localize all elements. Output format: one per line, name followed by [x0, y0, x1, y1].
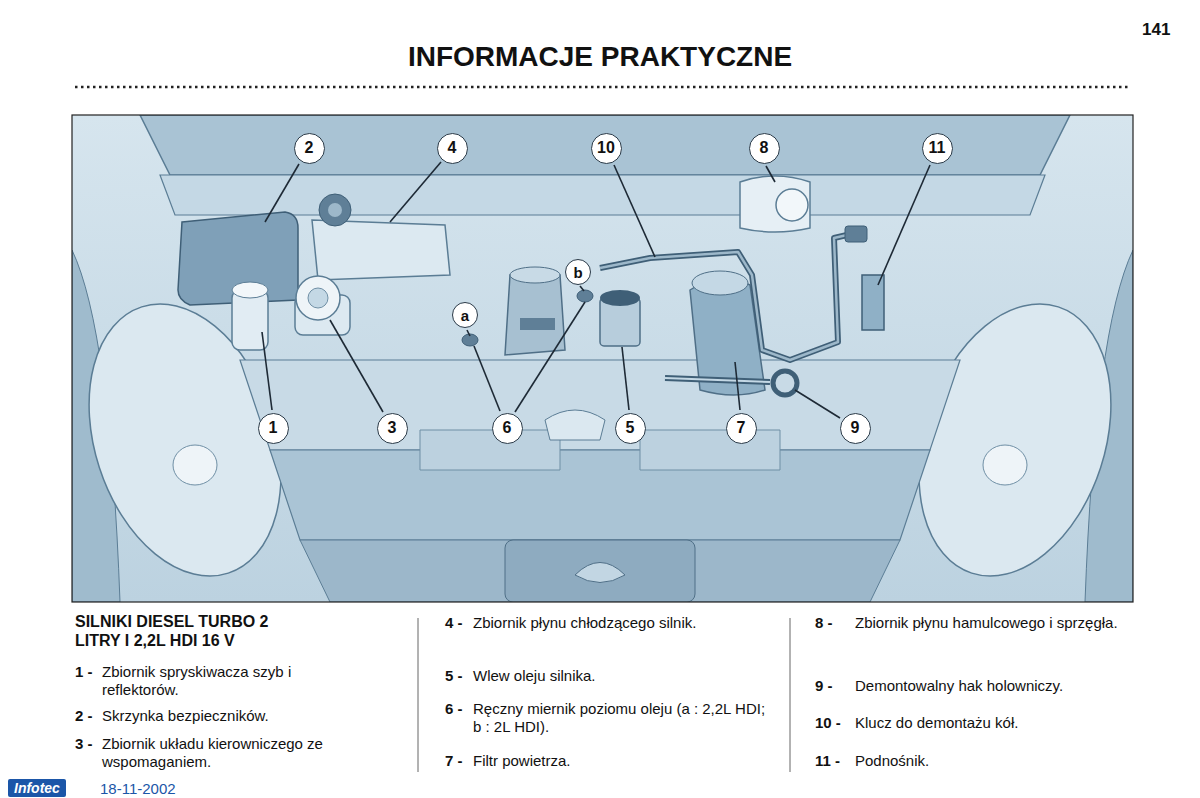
callout-number: 9	[840, 413, 871, 444]
node-text: 2	[305, 139, 314, 157]
publisher-badge: Infotec	[8, 779, 66, 797]
page-title: INFORMACJE PRAKTYCZNE	[0, 40, 1200, 73]
callout-number: 6	[492, 413, 523, 444]
legend-text: Ręczny miernik poziomu oleju (a : 2,2L H…	[473, 700, 773, 735]
node-text: b	[573, 264, 582, 281]
legend-key: 3 -	[75, 735, 93, 753]
callout-number: 10	[591, 133, 622, 164]
legend-text: Klucz do demontażu kół.	[855, 714, 1175, 732]
page-number: 141	[1142, 20, 1170, 40]
legend-key: 7 -	[445, 752, 463, 770]
node-text: 9	[851, 419, 860, 437]
legend-text: Wlew oleju silnika.	[473, 667, 743, 685]
node-text: 4	[448, 139, 457, 157]
node-text: a	[461, 307, 469, 324]
node-text: 3	[388, 419, 397, 437]
callout-number: 2	[294, 133, 325, 164]
legend-text: 18-11-2002	[100, 780, 176, 798]
callout-number: b	[565, 259, 591, 285]
legend-key: 5 -	[445, 667, 463, 685]
leader-lines	[262, 162, 930, 418]
legend-key: 8 -	[815, 614, 833, 632]
legend-text: Skrzynka bezpieczników.	[102, 707, 362, 725]
callout-number: 7	[726, 413, 757, 444]
node-text: Infotec	[14, 780, 60, 796]
callout-number: 4	[437, 133, 468, 164]
dotted-rule	[75, 86, 1130, 89]
legend-text: Podnośnik.	[855, 752, 1175, 770]
legend-text: Zbiornik spryskiwacza szyb i reflektorów…	[102, 663, 362, 698]
node-text: 11	[929, 139, 946, 157]
illustration-frame	[72, 115, 1133, 602]
column-dividers	[418, 618, 790, 772]
node-text: 7	[737, 419, 746, 437]
legend-text: Zbiornik płynu hamulcowego i sprzęgła.	[855, 614, 1175, 632]
legend-key: 2 -	[75, 707, 93, 725]
legend-text: Demontowalny hak holowniczy.	[855, 677, 1175, 695]
legend-text: Filtr powietrza.	[473, 752, 743, 770]
callout-number: a	[452, 302, 478, 328]
node-text: 8	[760, 139, 769, 157]
section-heading: SILNIKI DIESEL TURBO 2 LITRY I 2,2L HDI …	[75, 613, 300, 651]
legend-key: 4 -	[445, 614, 463, 632]
legend-key: 6 -	[445, 700, 463, 718]
node-text: 1	[269, 419, 278, 437]
callout-number: 1	[258, 413, 289, 444]
node-text: 5	[626, 419, 635, 437]
legend-key: 1 -	[75, 663, 93, 681]
legend-key: 10 -	[815, 714, 841, 732]
engine-bay	[72, 115, 1133, 602]
node-text: 10	[597, 139, 615, 157]
node-text: 6	[503, 419, 512, 437]
legend-text: Zbiornik układu kierowniczego ze wspomag…	[102, 735, 372, 770]
callout-number: 3	[377, 413, 408, 444]
legend-key: 11 -	[815, 752, 840, 770]
legend-text: Zbiornik płynu chłodzącego silnik.	[473, 614, 743, 632]
legend-key: 9 -	[815, 677, 833, 695]
callout-number: 11	[922, 133, 953, 164]
callout-number: 5	[615, 413, 646, 444]
callout-number: 8	[749, 133, 780, 164]
